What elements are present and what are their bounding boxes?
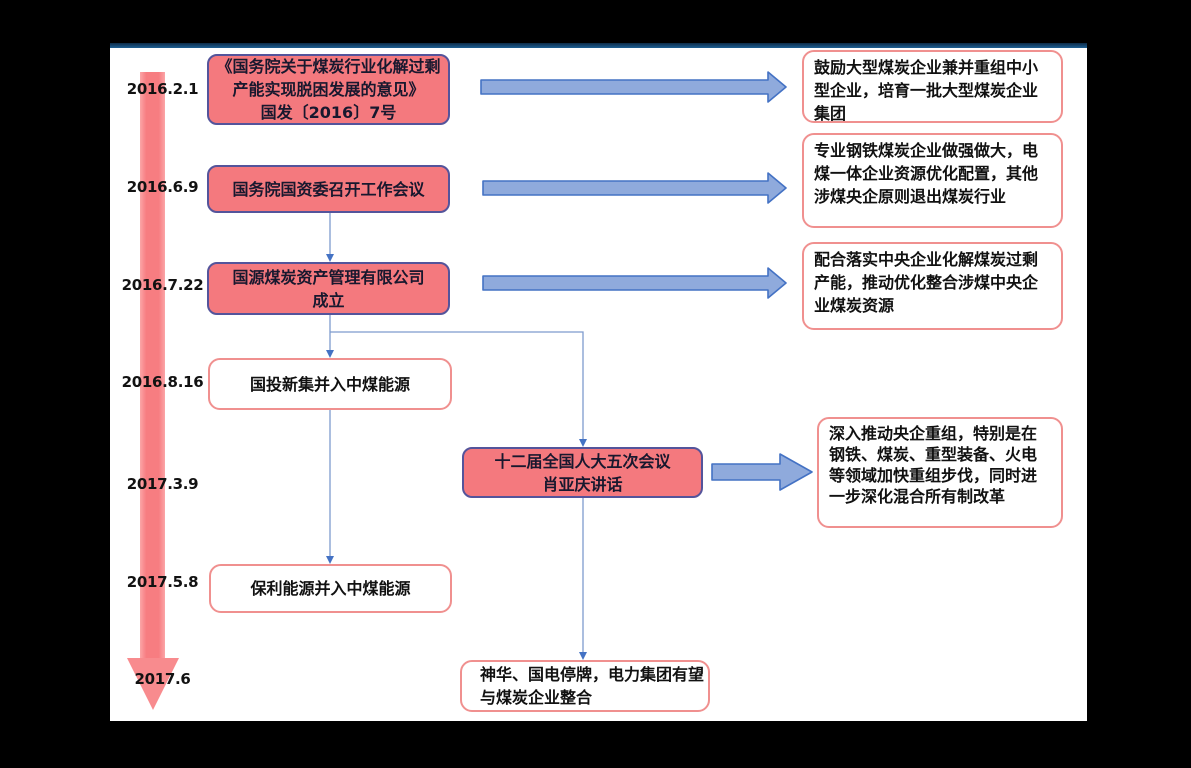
date-label: 2016.7.22 xyxy=(121,276,204,294)
event-node-poly-merger: 保利能源并入中煤能源 xyxy=(209,564,452,613)
flow-arrow-icon xyxy=(482,267,787,299)
timeline-bar xyxy=(140,72,165,658)
event-node-sasac-meeting: 国务院国资委召开工作会议 xyxy=(207,165,450,213)
event-node-npc-speech: 十二届全国人大五次会议 肖亚庆讲话 xyxy=(462,447,703,498)
event-node-policy-2016-2-1: 《国务院关于煤炭行业化解过剩产能实现脱困发展的意见》 国发〔2016〕7号 xyxy=(207,54,450,125)
date-label: 2017.6 xyxy=(134,670,191,688)
detail-box-2016-2-1: 鼓励大型煤炭企业兼并重组中小型企业，培育一批大型煤炭企业集团 xyxy=(802,50,1063,123)
detail-box-2016-7-22: 配合落实中央企业化解煤炭过剩产能，推动优化整合涉煤中央企业煤炭资源 xyxy=(802,242,1063,330)
event-node-guotou-merger: 国投新集并入中煤能源 xyxy=(208,358,452,410)
slide-canvas: 2016.2.1 2016.6.9 2016.7.22 2016.8.16 20… xyxy=(110,43,1087,721)
connector-lines xyxy=(329,213,584,653)
date-label: 2016.8.16 xyxy=(121,373,204,391)
top-rule xyxy=(110,43,1087,48)
date-label: 2017.3.9 xyxy=(126,475,199,493)
flow-arrow-icon xyxy=(711,453,813,491)
timeline-arrowhead-icon xyxy=(127,658,179,710)
connector-layer xyxy=(326,71,813,660)
date-label: 2017.5.8 xyxy=(126,573,199,591)
connector-arrowhead-icon xyxy=(326,254,587,660)
detail-box-2016-6-9: 专业钢铁煤炭企业做强做大，电煤一体企业资源优化配置，其他涉煤央企原则退出煤炭行业 xyxy=(802,133,1063,228)
date-label: 2016.6.9 xyxy=(126,178,199,196)
event-node-shenhua-guodian: 神华、国电停牌，电力集团有望与煤炭企业整合 xyxy=(460,660,710,712)
detail-box-2017-3-9: 深入推动央企重组，特别是在钢铁、煤炭、重型装备、火电等领域加快重组步伐，同时进一… xyxy=(817,417,1063,528)
flow-arrow-icon xyxy=(480,71,787,103)
flow-arrow-icon xyxy=(482,172,787,204)
event-node-guoyuan-founded: 国源煤炭资产管理有限公司 成立 xyxy=(207,262,450,315)
date-label: 2016.2.1 xyxy=(126,80,199,98)
